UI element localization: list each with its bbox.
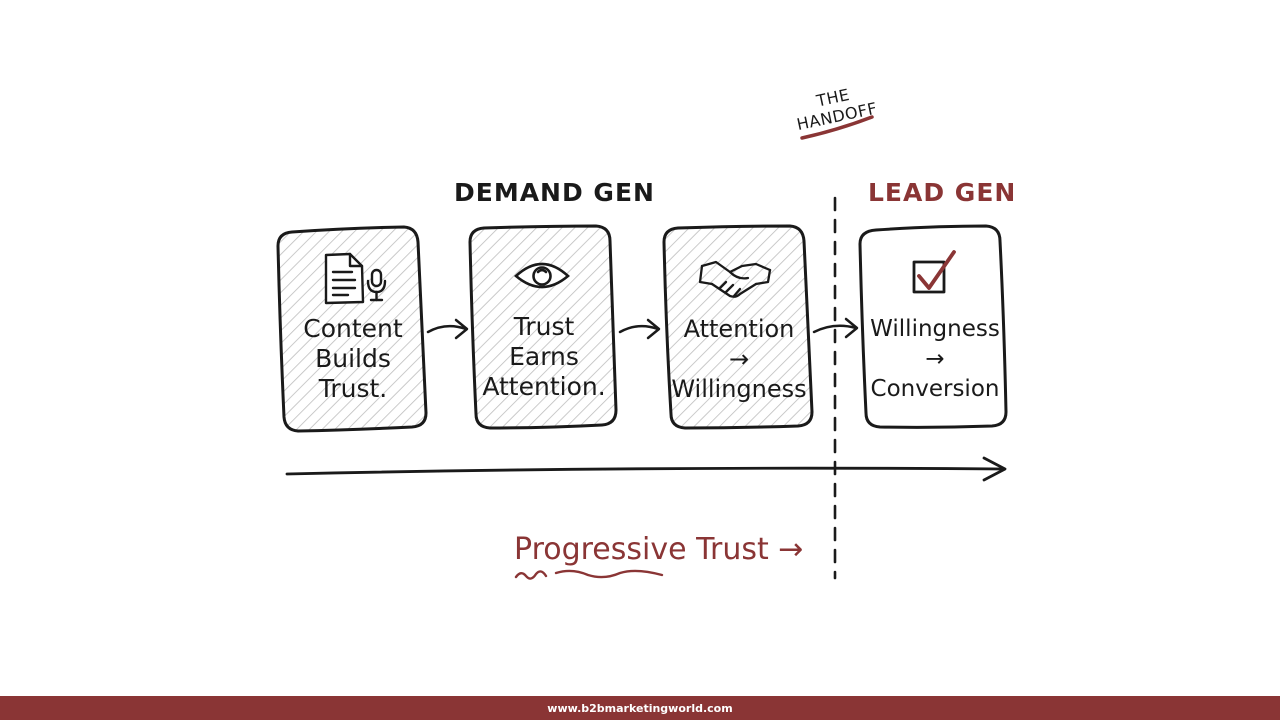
card-1-line-1: Content: [303, 314, 403, 343]
card-4-text: Willingness → Conversion: [864, 314, 1006, 404]
arrow-3-4: [812, 317, 859, 339]
progressive-trust-label: Progressive Trust →: [514, 532, 804, 567]
card-2-line-3: Attention.: [482, 372, 606, 401]
card-2-line-1: Trust: [513, 312, 575, 341]
handshake-icon: [698, 260, 772, 298]
footer-url[interactable]: www.b2bmarketingworld.com: [547, 701, 733, 715]
card-1-line-3: Trust.: [318, 374, 388, 403]
card-2-text: Trust Earns Attention.: [474, 312, 614, 402]
handoff-underline: [800, 115, 874, 140]
checkbox-icon: [912, 250, 956, 294]
card-1-box: [276, 225, 428, 433]
card-3-text: Attention → Willingness: [668, 314, 810, 404]
card-4-line-3: Conversion: [870, 376, 1000, 402]
demand-gen-label: DEMAND GEN: [454, 178, 655, 207]
lead-gen-label: LEAD GEN: [868, 178, 1017, 207]
card-1-line-2: Builds: [315, 344, 391, 373]
card-3-line-2: →: [728, 345, 750, 373]
arrow-2-3: [618, 318, 661, 340]
card-4-line-2: →: [925, 346, 945, 372]
card-1-text: Content Builds Trust.: [284, 314, 422, 404]
document-mic-icon: [324, 252, 387, 305]
eye-icon: [514, 262, 570, 289]
card-4-box: [858, 224, 1008, 429]
arrow-1-2: [426, 318, 469, 340]
card-3-line-3: Willingness: [671, 375, 807, 403]
card-2-line-2: Earns: [509, 342, 579, 371]
footer-bar: www.b2bmarketingworld.com: [0, 696, 1280, 720]
progressive-squiggle: [514, 569, 664, 580]
card-2-box: [468, 224, 618, 430]
card-4-line-1: Willingness: [870, 316, 1000, 342]
timeline-arrow: [285, 456, 1007, 482]
card-3-line-1: Attention: [683, 315, 795, 343]
